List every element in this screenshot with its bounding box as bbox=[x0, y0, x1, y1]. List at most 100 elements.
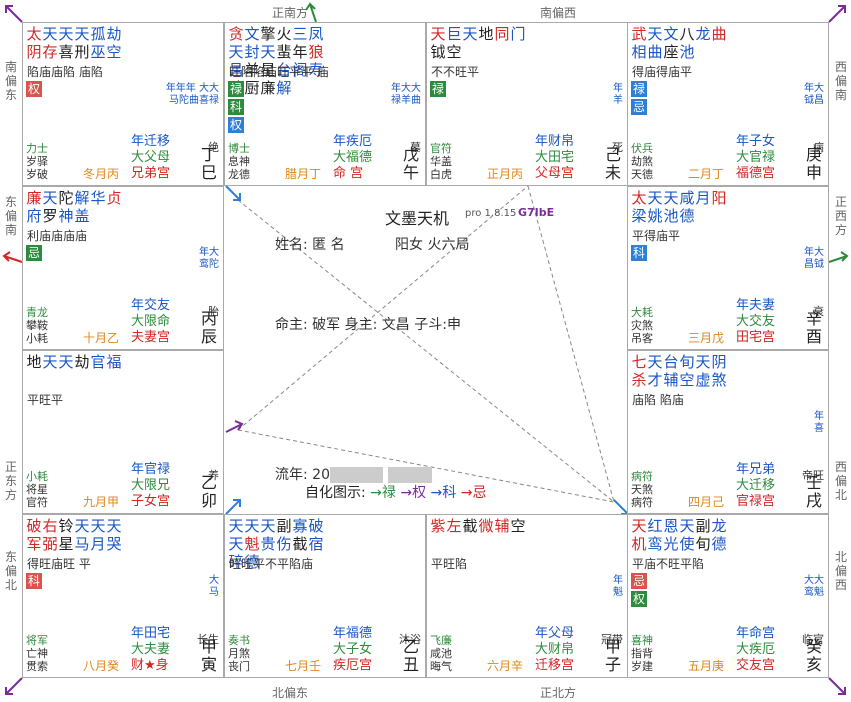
app-version: pro 1.8.15 bbox=[465, 208, 517, 219]
daxian-role: 大迁移 bbox=[736, 478, 776, 493]
palace-shen[interactable]: 武天文八龙曲相曲座池得庙得庙平禄忌年大 钺昌伏兵劫煞天德二月丁年子女大官禄福德宫… bbox=[627, 22, 829, 186]
shensha-2: 攀鞍 bbox=[26, 319, 48, 332]
star: 才 bbox=[647, 371, 663, 389]
star: 杀 bbox=[631, 371, 647, 389]
life-stage: 长生 bbox=[197, 633, 219, 646]
sihua-badges: 禄忌 bbox=[631, 81, 647, 115]
shensha-3: 官符 bbox=[26, 496, 48, 509]
star-list: 七天台旬天阴杀才辅空虚煞 bbox=[631, 353, 727, 389]
star-states: 不不旺平 bbox=[431, 65, 480, 79]
palace-wei[interactable]: 天巨天地同门钺空不不旺平禄年 羊官符华盖白虎正月丙年财帛大田宅父母宫死己未 bbox=[426, 22, 628, 186]
star: 狼 bbox=[308, 43, 324, 61]
star-states: 庙陷 陷庙 bbox=[632, 393, 684, 407]
year-role: 年子女 bbox=[736, 134, 776, 149]
star: 解 bbox=[276, 79, 292, 97]
month-label: 三月戊 bbox=[688, 331, 725, 345]
sihua-badges: 忌权 bbox=[631, 573, 647, 607]
palace-roles: 年父母大财帛迁移宫 bbox=[535, 626, 574, 674]
star: 神 bbox=[58, 207, 74, 225]
minor-stars: 年大 钺昌 bbox=[804, 83, 824, 106]
shensha-2: 亡神 bbox=[26, 647, 48, 660]
palace-yin[interactable]: 破右铃天天天军弼星马月哭得旺庙旺 平科大 马将军亡神贯索八月癸年田宅大夫妻财★身… bbox=[22, 514, 224, 678]
life-stage: 帝旺 bbox=[802, 469, 824, 482]
ganzhi: 甲子 bbox=[604, 637, 621, 674]
shensha: 小耗将星官符 bbox=[26, 470, 48, 509]
star: 空 bbox=[106, 43, 122, 61]
palace-name: 子女宫 bbox=[131, 494, 171, 509]
palace-hai[interactable]: 天红恩天副龙机鸾光使旬德平庙不旺平陷忌权大大 鸾魁喜神指背岁建五月庚年命宫大疾厄… bbox=[627, 514, 829, 678]
star: 相 bbox=[631, 43, 647, 61]
month-label: 九月甲 bbox=[83, 495, 120, 509]
sihua-badge: 禄 bbox=[430, 81, 446, 97]
dir-right-3: 西偏北 bbox=[834, 460, 847, 502]
shensha: 力士岁驿岁破 bbox=[26, 142, 48, 181]
palace-name: 田宅宫 bbox=[736, 330, 776, 345]
star: 天 bbox=[58, 353, 74, 371]
palace-si[interactable]: 太天天天孤劫阴存喜刑巫空陷庙庙陷 庙陷权年年年 大大 马陀曲喜禄力士岁驿岁破冬月… bbox=[22, 22, 224, 186]
star: 机 bbox=[631, 535, 647, 553]
month-label: 六月辛 bbox=[487, 659, 524, 673]
sihua-badges: 禄科权 bbox=[228, 81, 244, 133]
star: 天 bbox=[74, 517, 90, 535]
star: 地 bbox=[26, 353, 42, 371]
minor-stars: 年 喜 bbox=[814, 411, 824, 434]
shensha-1: 病符 bbox=[631, 470, 653, 483]
star: 伤 bbox=[276, 535, 292, 553]
star: 星 bbox=[58, 535, 74, 553]
ganzhi: 庚申 bbox=[805, 145, 822, 182]
star: 旬 bbox=[679, 353, 695, 371]
star: 厨 bbox=[244, 79, 260, 97]
year-role: 年财帛 bbox=[535, 134, 575, 149]
shensha-2: 息神 bbox=[228, 155, 250, 168]
daxian-role: 大限命 bbox=[131, 314, 171, 329]
star: 台 bbox=[276, 61, 292, 79]
star: 巫 bbox=[90, 43, 106, 61]
star: 陀 bbox=[58, 189, 74, 207]
palace-chen[interactable]: 廉天陀解华贞府罗神盖利庙庙庙庙忌年大 鸾陀青龙攀鞍小耗十月乙年交友大限命夫妻宫胎… bbox=[22, 186, 224, 350]
brand-mark: G7IbE bbox=[518, 206, 555, 219]
star-list: 破右铃天天天军弼星马月哭 bbox=[26, 517, 122, 553]
star: 寿 bbox=[308, 61, 324, 79]
shensha-2: 天煞 bbox=[631, 483, 653, 496]
star: 罗 bbox=[42, 207, 58, 225]
star: 截 bbox=[292, 535, 308, 553]
star: 截 bbox=[462, 517, 478, 535]
palace-zi[interactable]: 紫左截微辅空平旺陷年 魁飞廉咸池晦气六月辛年父母大财帛迁移宫冠带甲子 bbox=[426, 514, 628, 678]
star: 魁 bbox=[244, 535, 260, 553]
minor-stars: 年大 鸾陀 bbox=[199, 247, 219, 270]
star: 劫 bbox=[74, 353, 90, 371]
palace-xu[interactable]: 七天台旬天阴杀才辅空虚煞庙陷 陷庙年 喜病符天煞病符四月己年兄弟大迁移官禄宫帝旺… bbox=[627, 350, 829, 514]
star-states: 平旺陷 bbox=[431, 557, 468, 571]
palace-name: 兄弟宫 bbox=[131, 166, 171, 181]
palace-mao[interactable]: 地天天劫官福平旺平小耗将星官符九月甲年官禄大限兄子女宫养乙卯 bbox=[22, 350, 224, 514]
app-title: 文墨天机 bbox=[385, 209, 450, 228]
star: 天 bbox=[647, 25, 663, 43]
year-role: 年兄弟 bbox=[736, 462, 776, 477]
star-states: 旺旺平不平陷庙 bbox=[229, 557, 314, 571]
palace-you[interactable]: 太天天咸月阳梁姚池德平得庙平科年大 昌钺大耗灾煞吊客三月戊年夫妻大交友田宅宫衰辛… bbox=[627, 186, 829, 350]
palace-roles: 年子女大官禄福德宫 bbox=[736, 134, 775, 182]
shensha-3: 晦气 bbox=[430, 660, 452, 673]
legend-lu: →禄 bbox=[370, 485, 396, 501]
shensha: 博士息神龙德 bbox=[228, 142, 250, 181]
palace-chou[interactable]: 天天天副寡破天魁贵伤截宿碎德旺旺平不平陷庙奏书月煞丧门七月壬年福德大子女疾厄宫沐… bbox=[224, 514, 426, 678]
star: 官 bbox=[90, 353, 106, 371]
shensha: 飞廉咸池晦气 bbox=[430, 634, 452, 673]
star: 池 bbox=[663, 207, 679, 225]
star: 凤 bbox=[308, 25, 324, 43]
minor-stars: 年年年 大大 马陀曲喜禄 bbox=[165, 83, 219, 106]
star: 文 bbox=[244, 25, 260, 43]
star: 光 bbox=[663, 535, 679, 553]
ganzhi: 癸亥 bbox=[805, 637, 822, 674]
star: 天 bbox=[74, 25, 90, 43]
star-list: 太天天咸月阳梁姚池德 bbox=[631, 189, 727, 225]
palace-roles: 年兄弟大迁移官禄宫 bbox=[736, 462, 775, 510]
star: 虚 bbox=[695, 371, 711, 389]
star: 天 bbox=[42, 189, 58, 207]
star: 寡 bbox=[292, 517, 308, 535]
star: 池 bbox=[679, 43, 695, 61]
star: 德 bbox=[244, 553, 260, 571]
sihua-badges: 科 bbox=[631, 245, 647, 261]
sihua-badge: 科 bbox=[228, 99, 244, 115]
